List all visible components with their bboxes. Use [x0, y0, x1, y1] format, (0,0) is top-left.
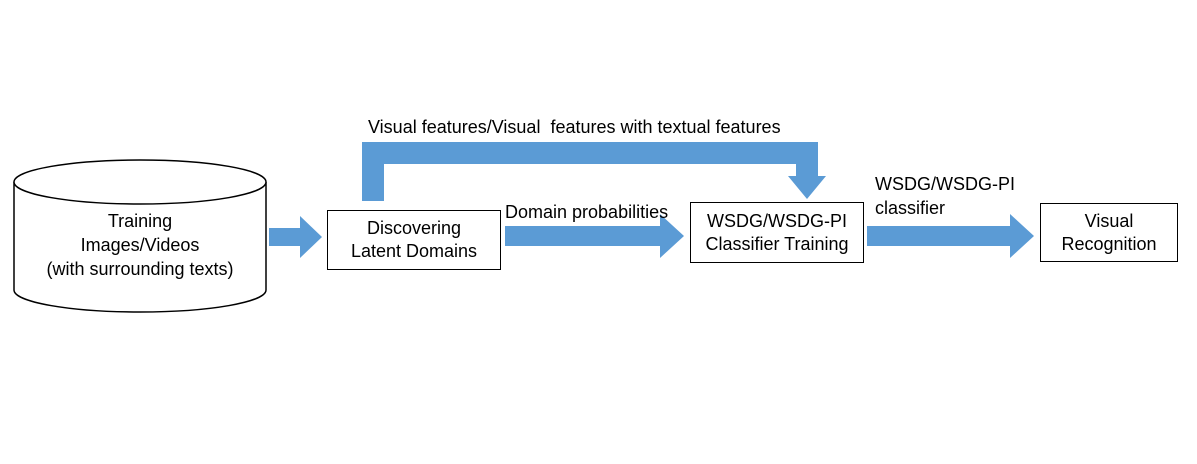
- arrow-classifier-to-recognition: [867, 214, 1034, 258]
- visual-recognition-box: Visual Recognition: [1040, 203, 1178, 262]
- classifier-training-box: WSDG/WSDG-PI Classifier Training: [690, 202, 864, 263]
- classifier-training-line-1: WSDG/WSDG-PI: [707, 210, 847, 231]
- classifier-training-line-2: Classifier Training: [705, 233, 849, 254]
- training-data-label: Training Images/Videos (with surrounding…: [14, 209, 266, 281]
- database-cylinder-icon: [13, 159, 267, 313]
- arrow-visual-features-feedback: [362, 142, 826, 201]
- visual-recognition-line-2: Recognition: [1061, 233, 1157, 254]
- arrow-discovering-to-classifier: [505, 214, 684, 258]
- discovering-line-2: Latent Domains: [350, 241, 478, 261]
- classifier-output-label: WSDG/WSDG-PI classifier: [875, 172, 1015, 220]
- classifier-output-line-2: classifier: [875, 198, 946, 218]
- arrow-cylinder-to-discovering: [269, 216, 322, 258]
- visual-recognition-line-1: Visual: [1084, 210, 1134, 231]
- training-data-line-3: (with surrounding texts): [46, 259, 234, 279]
- training-data-line-1: Training: [107, 211, 173, 231]
- discovering-line-1: Discovering: [366, 218, 462, 238]
- domain-probabilities-label: Domain probabilities: [505, 202, 669, 222]
- training-data-line-2: Images/Videos: [80, 235, 200, 255]
- classifier-output-line-1: WSDG/WSDG-PI: [875, 174, 1015, 194]
- visual-features-label: Visual features/Visual features with tex…: [368, 117, 781, 137]
- discovering-latent-domains-box: Discovering Latent Domains: [327, 210, 501, 270]
